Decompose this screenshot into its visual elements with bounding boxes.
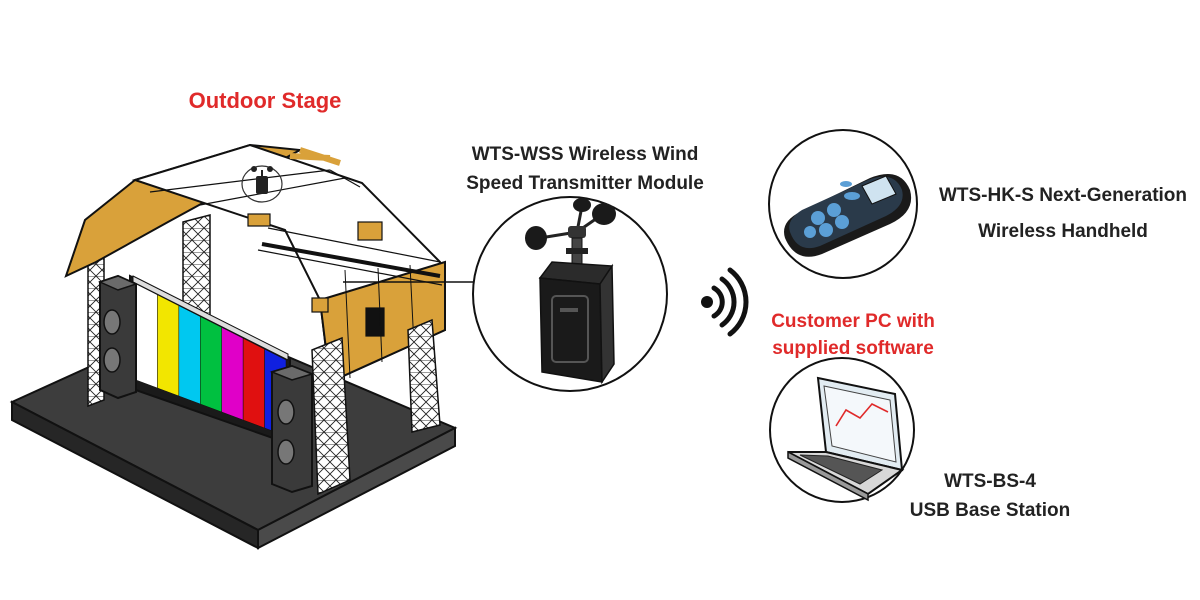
speaker-left (97, 274, 139, 400)
wireless-handheld-icon (768, 129, 918, 279)
screen-color-bar (200, 316, 222, 413)
handheld-label-line-1: WTS-HK-S Next-Generation (938, 185, 1188, 206)
screen-color-bar (135, 283, 158, 389)
screen-color-bar (242, 337, 265, 429)
anemometer-transmitter-icon (472, 196, 668, 392)
screen-color-bar (157, 294, 180, 397)
transmitter-label-line-2: Speed Transmitter Module (466, 173, 704, 194)
transmitter-label: WTS-WSS Wireless Wind Speed Transmitter … (440, 140, 730, 198)
customer-pc-label: Customer PC with supplied software (748, 308, 958, 362)
handheld-label-line-2: Wireless Handheld (978, 221, 1148, 242)
customer-pc-label-line-1: Customer PC with (771, 311, 935, 332)
roof-transmitter-icon (241, 165, 283, 203)
led-screen (129, 274, 291, 446)
base-station-label: WTS-BS-4 USB Base Station (895, 467, 1085, 525)
screen-color-bar (221, 327, 244, 421)
handheld-label: WTS-HK-S Next-Generation Wireless Handhe… (928, 178, 1198, 250)
speaker-right (269, 364, 315, 494)
customer-pc-label-line-2: supplied software (772, 338, 934, 359)
base-station-label-line-1: WTS-BS-4 (944, 471, 1036, 492)
base-station-label-line-2: USB Base Station (909, 500, 1071, 521)
outdoor-stage-icon (9, 143, 476, 550)
stage-roof (64, 143, 447, 384)
outdoor-stage-title: Outdoor Stage (188, 88, 342, 113)
screen-color-bar (178, 305, 201, 405)
wireless-signal-icon (701, 267, 749, 337)
transmitter-label-line-1: WTS-WSS Wireless Wind (471, 144, 699, 165)
truss-towers-front (311, 318, 441, 496)
laptop-base-station-icon (769, 357, 915, 503)
outdoor-stage-label: Outdoor Stage (150, 88, 380, 114)
